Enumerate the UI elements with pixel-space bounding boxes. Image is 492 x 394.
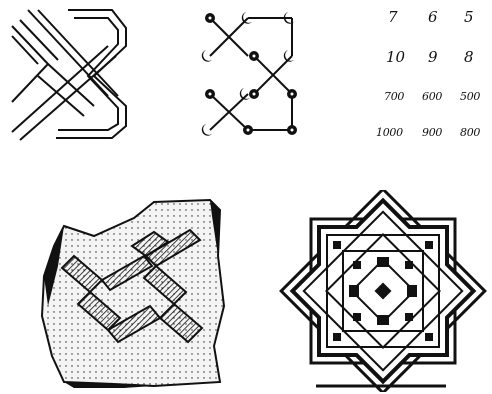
- numeral-cell: 5: [464, 8, 474, 26]
- numeral-cell: 900: [422, 126, 442, 139]
- numeral-cell: 8: [464, 48, 474, 66]
- carved-stone-fragment: [34, 196, 234, 390]
- numeral-cell: 500: [460, 90, 480, 103]
- numeral-cell: 600: [422, 90, 442, 103]
- interlaced-knot-drawing: [8, 6, 138, 142]
- numeral-cell: 6: [428, 8, 438, 26]
- numeral-cell: 800: [460, 126, 480, 139]
- sun-and-moon-symbol-grid: [196, 6, 308, 138]
- numeral-cell: 10: [386, 48, 405, 66]
- eight-pointed-star-ornament: [276, 190, 490, 392]
- numeral-cell: 9: [428, 48, 438, 66]
- numeral-cell: 700: [384, 90, 404, 103]
- numeral-cell: 7: [388, 8, 398, 26]
- numeral-cell: 1000: [376, 126, 403, 139]
- numeral-grid: 7 6 5 10 9 8 700 600 500 1000 900 800: [372, 4, 492, 144]
